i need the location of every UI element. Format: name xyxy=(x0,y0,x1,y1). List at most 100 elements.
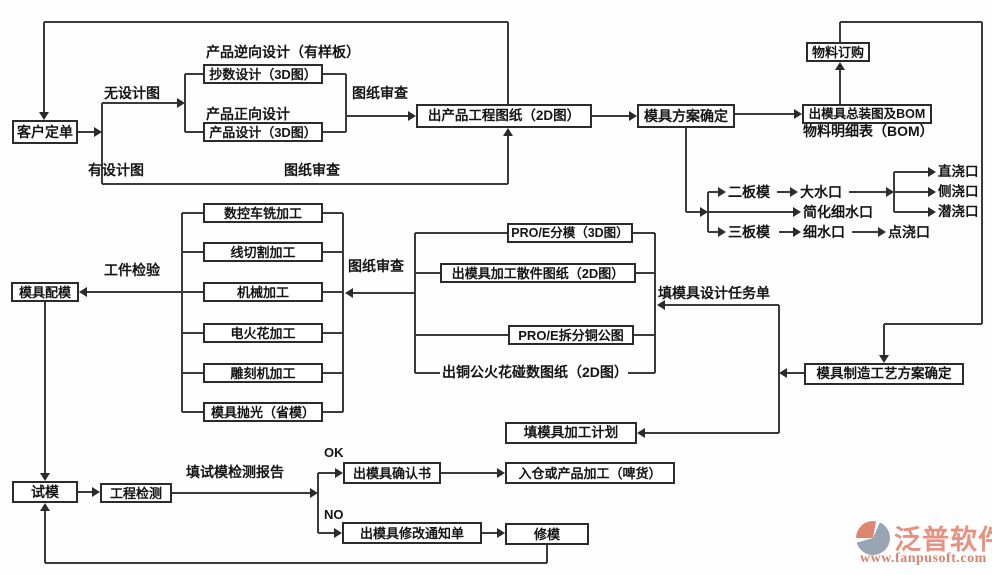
flow-line-h xyxy=(894,211,928,213)
flow-line-h xyxy=(323,291,343,293)
brand-name: 泛普软件 xyxy=(894,525,992,555)
arrowhead xyxy=(177,98,185,108)
arrowhead xyxy=(928,187,936,197)
flow-line-h xyxy=(415,232,507,234)
flow-line-h xyxy=(102,102,177,104)
node-mold-fitting: 模具配模 xyxy=(11,282,79,302)
arrowhead xyxy=(835,62,845,70)
flow-line-h xyxy=(777,191,790,193)
flow-line-h xyxy=(78,491,92,493)
flow-line-h xyxy=(323,251,343,253)
flow-line-v xyxy=(654,233,656,373)
flow-line-v xyxy=(893,172,895,212)
flow-line-h xyxy=(182,372,203,374)
arrowhead xyxy=(718,187,726,197)
label-has-design: 有设计图 xyxy=(88,162,144,178)
flow-line-v xyxy=(839,22,841,42)
arrowhead xyxy=(334,528,342,538)
flow-line-h xyxy=(634,334,655,336)
label-drawing-review-mid: 图纸审查 xyxy=(348,258,404,274)
flow-line-v xyxy=(414,233,416,373)
node-wire-cutting: 线切割加工 xyxy=(203,242,323,262)
flow-line-v xyxy=(44,511,46,563)
flow-line-v xyxy=(342,213,344,412)
node-customer-order: 客户定单 xyxy=(12,120,78,144)
flow-line-h xyxy=(182,251,203,253)
node-material-order: 物料订购 xyxy=(806,42,870,62)
arrowhead xyxy=(497,468,505,478)
flow-line-h xyxy=(628,372,655,374)
node-mold-process-confirm: 模具制造工艺方案确定 xyxy=(804,363,964,385)
node-mold-plan-confirm: 模具方案确定 xyxy=(637,104,735,128)
arrowhead xyxy=(408,111,416,121)
arrowhead xyxy=(92,487,100,497)
flow-line-h xyxy=(323,212,343,214)
flow-line-v xyxy=(507,22,509,104)
arrowhead xyxy=(503,128,513,136)
node-polishing: 模具抛光（省模） xyxy=(203,402,323,422)
label-drawing-review-top: 图纸审查 xyxy=(352,85,408,101)
node-mold-confirmation: 出模具确认书 xyxy=(343,462,441,484)
flow-line-v xyxy=(43,22,45,112)
flow-line-h xyxy=(787,372,804,374)
node-mold-repair: 修模 xyxy=(505,523,589,545)
label-pin-gate: 点浇口 xyxy=(888,224,930,240)
flow-line-h xyxy=(708,191,718,193)
flow-line-h xyxy=(686,211,700,213)
brand-logo-icon xyxy=(856,521,890,555)
flow-line-h xyxy=(346,115,408,117)
flow-line-h xyxy=(852,231,878,233)
flow-line-v xyxy=(546,545,548,563)
flow-line-h xyxy=(894,191,928,193)
node-mold-parts-drawing: 出模具加工散件图纸（2D图） xyxy=(440,263,636,283)
arrowhead xyxy=(39,112,49,120)
flow-line-h xyxy=(182,212,203,214)
flow-line-h xyxy=(645,432,779,434)
node-proe-copper-split: PRO/E拆分铜公图 xyxy=(508,325,634,345)
flow-line-v xyxy=(101,103,103,184)
label-reverse-design: 产品逆向设计（有样板） xyxy=(206,44,360,60)
flow-line-v xyxy=(883,324,885,355)
node-warehouse-or-production: 入仓或产品加工（啤货） xyxy=(505,462,675,484)
flow-line-h xyxy=(318,472,335,474)
node-product-eng-drawing: 出产品工程图纸（2D图） xyxy=(416,104,592,128)
flow-line-v xyxy=(181,213,183,412)
arrowhead xyxy=(629,111,637,121)
arrowhead xyxy=(793,227,801,237)
flow-line-v xyxy=(685,128,687,212)
flow-line-h xyxy=(323,73,346,75)
arrowhead xyxy=(79,287,87,297)
node-mold-machining-plan: 填模具加工计划 xyxy=(505,422,637,444)
label-no: NO xyxy=(324,507,344,522)
flow-line-v xyxy=(981,22,983,324)
arrowhead xyxy=(886,187,894,197)
flow-line-h xyxy=(884,323,982,325)
flow-line-h xyxy=(102,183,508,185)
arrowhead xyxy=(790,187,798,197)
arrowhead xyxy=(878,227,886,237)
flow-line-h xyxy=(415,334,508,336)
arrowhead xyxy=(40,503,50,511)
flow-line-v xyxy=(345,74,347,132)
arrowhead xyxy=(94,127,102,137)
flow-line-v xyxy=(44,302,46,473)
flow-line-h xyxy=(45,562,547,564)
label-direct-gate: 直浇口 xyxy=(938,164,979,179)
node-trial-mold: 试模 xyxy=(12,481,78,503)
flow-line-h xyxy=(44,21,508,23)
flow-line-h xyxy=(323,411,343,413)
node-engineering-test: 工程检测 xyxy=(100,483,172,503)
flow-line-v xyxy=(184,74,186,132)
flow-line-h xyxy=(182,411,203,413)
flow-line-h xyxy=(323,332,343,334)
flow-line-h xyxy=(592,115,629,117)
arrowhead xyxy=(779,368,787,378)
label-trial-test-report: 填试模检测报告 xyxy=(186,464,284,480)
flow-line-h xyxy=(323,372,343,374)
flow-line-h xyxy=(415,272,440,274)
flow-line-h xyxy=(87,291,182,293)
node-edm: 电火花加工 xyxy=(203,323,323,343)
flow-line-h xyxy=(182,291,203,293)
node-mold-assembly-bom: 出模具总装图及BOM xyxy=(802,104,932,124)
flow-line-v xyxy=(839,70,841,104)
